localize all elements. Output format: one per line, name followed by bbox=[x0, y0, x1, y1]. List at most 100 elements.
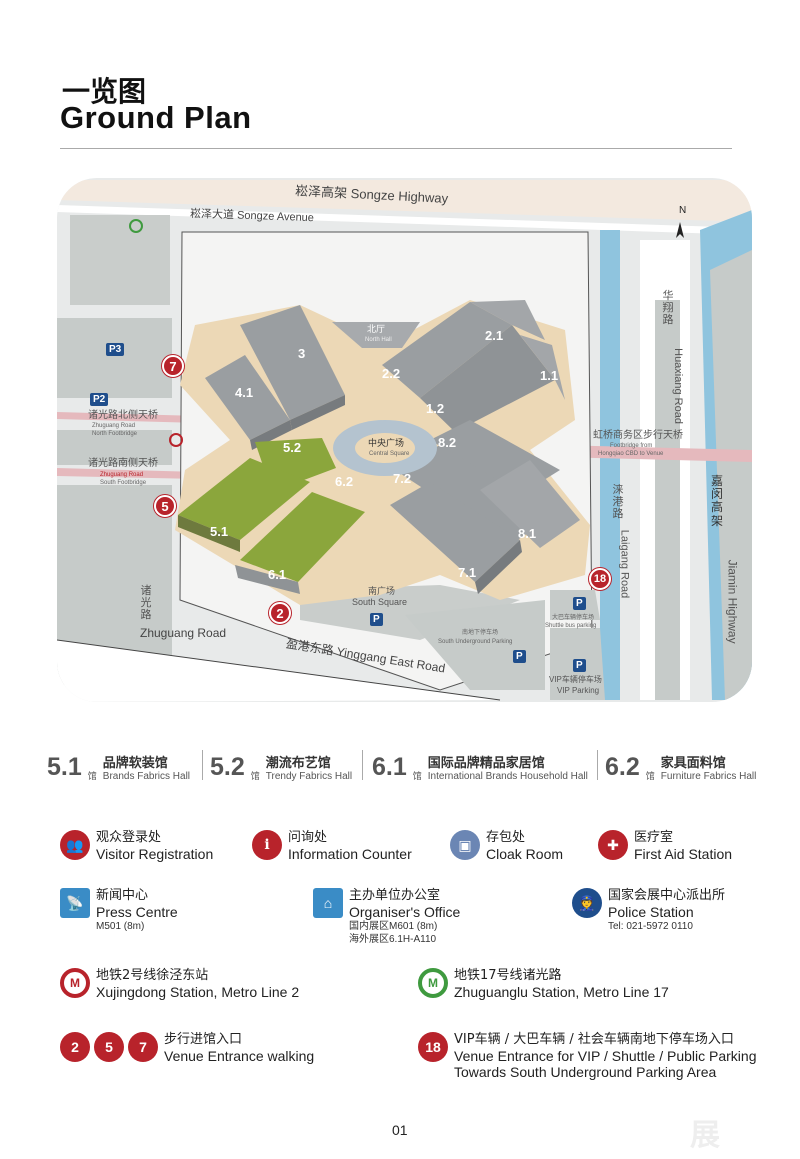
legend-en: Zhuguanglu Station, Metro Line 17 bbox=[454, 984, 669, 1000]
parking-icon: P bbox=[573, 597, 586, 610]
police-icon: 👮 bbox=[572, 888, 602, 918]
hall-7-1[interactable]: 7.1 bbox=[458, 565, 477, 580]
legend-en: Organiser's Office bbox=[349, 904, 461, 920]
parking-p2: P2 bbox=[90, 393, 109, 406]
metro-line-17-icon: M bbox=[418, 968, 448, 998]
hall-name-en: Trendy Fabrics Hall bbox=[265, 771, 353, 782]
vip-parking-en: VIP Parking bbox=[557, 686, 600, 695]
information-icon: i bbox=[252, 830, 282, 860]
press-centre-icon: 📡 bbox=[60, 888, 90, 918]
parking-icon: P bbox=[573, 659, 586, 672]
legend-cn: 地铁17号线诸光路 bbox=[454, 968, 562, 983]
north-footbridge bbox=[57, 412, 200, 423]
hall-1-2[interactable]: 1.2 bbox=[426, 401, 445, 416]
hongqiao-bridge-en1: Footbridge from bbox=[610, 443, 653, 449]
cloak-room-icon: ▣ bbox=[450, 830, 480, 860]
laigang-cn: 涞港路 bbox=[612, 484, 624, 521]
north-hall-cn: 北厅 bbox=[367, 324, 386, 334]
vip-parking-cn: VIP车辆停车场 bbox=[549, 675, 602, 684]
hall-name-cn: 家具面料馆 bbox=[660, 756, 726, 771]
legend-note: 海外展区6.1H-A110 bbox=[349, 934, 437, 945]
laigang-en: Laigang Road bbox=[618, 529, 631, 599]
divider bbox=[60, 148, 732, 149]
metro-line-2-icon: M bbox=[60, 968, 90, 998]
organiser-office-icon: ⌂ bbox=[313, 888, 343, 918]
legend-cn: 国家会展中心派出所 bbox=[608, 888, 726, 903]
legend-note: 国内展区M601 (8m) bbox=[349, 921, 438, 932]
legend-cn: 存包处 bbox=[486, 830, 526, 845]
hall-8-2[interactable]: 8.2 bbox=[438, 435, 457, 450]
south-parking-cn: 南地下停车场 bbox=[462, 630, 499, 636]
north-label: N bbox=[679, 205, 687, 216]
north-arrow-icon bbox=[676, 222, 684, 238]
legend-en: Police Station bbox=[608, 904, 694, 920]
hall-4-1[interactable]: 4.1 bbox=[235, 385, 254, 400]
legend-en: Venue Entrance walking bbox=[164, 1048, 315, 1064]
hall-5-2[interactable]: 5.2 bbox=[283, 440, 302, 455]
hall-unit: 馆 bbox=[87, 771, 97, 781]
zhuguang-cn: 诸光路 bbox=[140, 585, 152, 622]
metro-17-icon bbox=[129, 219, 143, 233]
hall-1-1[interactable]: 1.1 bbox=[540, 368, 559, 383]
visitor-registration-icon: 👥 bbox=[60, 830, 90, 860]
hall-2-2[interactable]: 2.2 bbox=[382, 366, 401, 381]
legend-note: M501 (8m) bbox=[96, 921, 145, 932]
legend-en: Cloak Room bbox=[486, 846, 564, 862]
first-aid-icon: ✚ bbox=[598, 830, 628, 860]
legend-en: Press Centre bbox=[96, 904, 178, 920]
legend-cn: 主办单位办公室 bbox=[349, 888, 441, 903]
entrance-2-marker[interactable]: 2 bbox=[269, 602, 291, 624]
hall-3[interactable]: 3 bbox=[298, 346, 306, 361]
huaxiang-cn: 华翔路 bbox=[662, 290, 674, 327]
zhuguang-en: Zhuguang Road bbox=[140, 626, 227, 640]
south-footbridge bbox=[57, 468, 200, 479]
hall-2-1[interactable]: 2.1 bbox=[485, 328, 504, 343]
hall-unit: 馆 bbox=[645, 771, 655, 781]
hall-6-1[interactable]: 6.1 bbox=[268, 567, 287, 582]
entrance-18-icon: 18 bbox=[418, 1032, 448, 1062]
hall-7-2[interactable]: 7.2 bbox=[393, 471, 412, 486]
river bbox=[600, 230, 620, 700]
songze-highway bbox=[57, 180, 752, 222]
entrance-5-icon: 5 bbox=[94, 1032, 124, 1062]
south-square-cn: 南广场 bbox=[368, 586, 396, 596]
north-bridge-en2: North Footbridge bbox=[92, 431, 138, 437]
legend-en: Venue Entrance for VIP / Shuttle / Publi… bbox=[454, 1048, 757, 1064]
central-square-en: Central Square bbox=[369, 451, 410, 457]
hongqiao-bridge-cn: 虹桥商务区步行天桥 bbox=[593, 430, 683, 441]
hall-6-2[interactable]: 6.2 bbox=[335, 474, 354, 489]
parking-p3: P3 bbox=[106, 343, 125, 356]
entrance-18-marker[interactable]: 18 bbox=[589, 568, 611, 590]
hall-8-1[interactable]: 8.1 bbox=[518, 526, 537, 541]
entrance-7-marker[interactable]: 7 bbox=[162, 355, 184, 377]
hall-number: 5.2 bbox=[210, 753, 245, 781]
hall-5-1[interactable]: 5.1 bbox=[210, 524, 229, 539]
page-number: 01 bbox=[392, 1122, 408, 1138]
legend-en: Xujingdong Station, Metro Line 2 bbox=[96, 984, 300, 1000]
metro-2-icon bbox=[169, 433, 183, 447]
entrance-2-icon: 2 bbox=[60, 1032, 90, 1062]
north-bridge-cn: 诸光路北侧天桥 bbox=[88, 410, 158, 421]
legend-cn: 步行进馆入口 bbox=[164, 1032, 243, 1047]
central-square-cn: 中央广场 bbox=[368, 438, 405, 448]
hall-name-en: Furniture Fabrics Hall bbox=[660, 771, 757, 782]
hall-unit: 馆 bbox=[250, 771, 260, 781]
divider bbox=[202, 750, 203, 780]
hongqiao-bridge-en2: Hongqiao CBD to Venue bbox=[598, 451, 664, 457]
north-hall-en: North Hall bbox=[365, 337, 392, 343]
entrance-7-icon: 7 bbox=[128, 1032, 158, 1062]
legend-en: Information Counter bbox=[288, 846, 412, 862]
hall-name-en: Brands Fabrics Hall bbox=[102, 771, 191, 782]
entrance-5-marker[interactable]: 5 bbox=[154, 495, 176, 517]
legend-cn: 问询处 bbox=[288, 830, 328, 845]
